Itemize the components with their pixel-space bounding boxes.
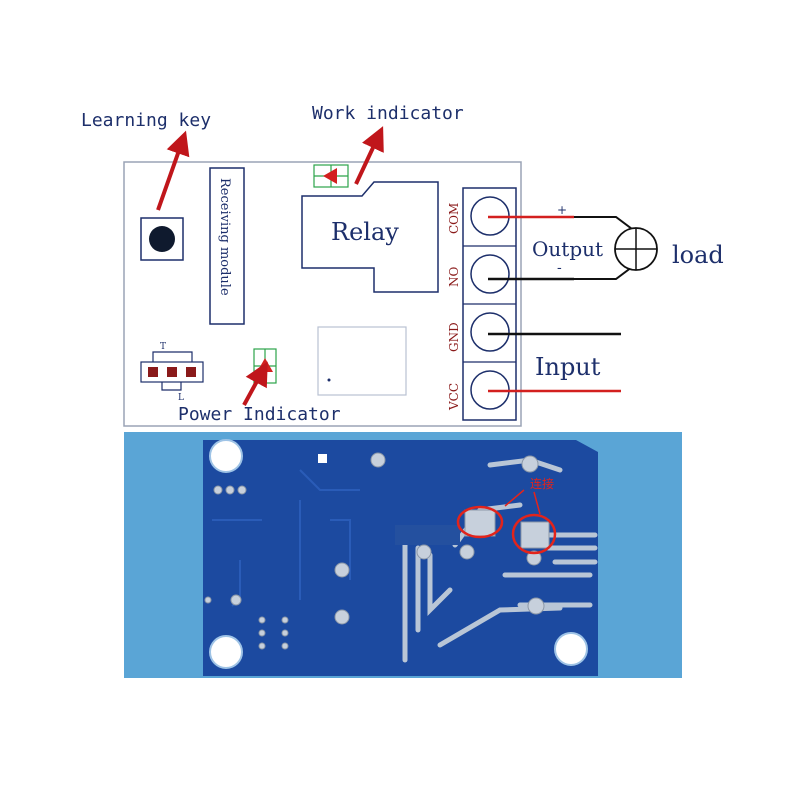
pcb-board <box>203 440 598 676</box>
jumper-t-label: T <box>160 342 166 352</box>
mounting-hole-bottom-left <box>209 635 243 669</box>
connect-circle-right <box>511 513 557 555</box>
terminal-label-gnd: GND <box>447 322 461 352</box>
power-indicator-label: Power Indicator <box>178 404 341 425</box>
connect-note-label: 连接 <box>530 476 554 491</box>
terminal-label-no: NO <box>447 267 461 288</box>
output-minus-sign: - <box>557 260 562 276</box>
connect-circle-left <box>456 505 504 539</box>
jumper-header <box>140 351 204 391</box>
work-indicator-led <box>313 164 349 188</box>
ic-chip <box>317 326 407 396</box>
relay-block <box>301 181 439 293</box>
terminal-label-vcc: VCC <box>447 383 461 411</box>
connect-line-left <box>504 489 525 507</box>
connect-line-right <box>533 491 541 515</box>
relay-label: Relay <box>331 218 399 246</box>
load-label: load <box>672 241 724 269</box>
jumper-l-label: L <box>178 393 184 403</box>
ic-chip-dot <box>327 378 331 382</box>
work-indicator-label: Work indicator <box>312 103 464 124</box>
mounting-hole-top-left <box>209 439 243 473</box>
solder-pad-left <box>464 509 496 537</box>
terminal-label-com: COM <box>447 203 461 234</box>
terminal-screw-gnd <box>470 312 510 352</box>
learning-key-arrow <box>156 130 190 211</box>
output-label: Output <box>532 237 603 261</box>
learning-key-button[interactable] <box>140 217 184 261</box>
receiving-module-block <box>209 167 245 325</box>
receiving-module-label: Receiving module <box>217 178 232 296</box>
solder-pad-right <box>520 521 550 549</box>
pcb-small-pad <box>318 454 327 463</box>
terminal-screw-no <box>470 254 510 294</box>
output-plus-sign: + <box>557 203 567 217</box>
input-label: Input <box>535 353 601 381</box>
pcb-solder-joints <box>204 452 545 650</box>
load-wire-top <box>574 216 637 233</box>
pcb-pad-area <box>395 525 460 545</box>
learning-key-label: Learning key <box>81 110 211 131</box>
load-symbol <box>614 227 658 271</box>
mounting-hole-bottom-right <box>554 632 588 666</box>
power-indicator-arrow <box>242 361 268 406</box>
work-indicator-arrow <box>354 126 384 185</box>
